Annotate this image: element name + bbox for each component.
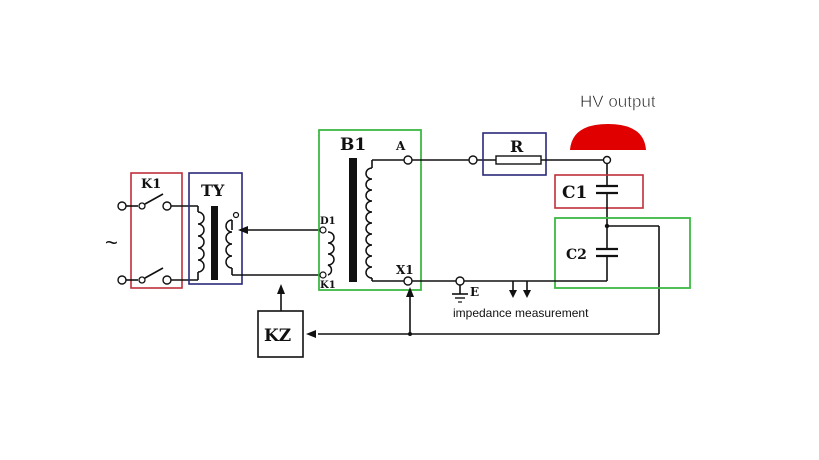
ground-terminal-e [455, 276, 465, 286]
r-box [482, 132, 547, 176]
terminal-k1-label: K1 [320, 280, 336, 291]
kz-feedback-arrow [306, 330, 316, 338]
b1-label: B1 [340, 135, 366, 155]
r-label: R [510, 137, 524, 156]
ac-source-symbol: ~ [105, 230, 118, 255]
b1-secondary-coil [365, 167, 373, 279]
measure-probe-arrow-1 [509, 290, 517, 298]
c1-label: C1 [562, 183, 587, 203]
hv-terminal [602, 155, 612, 165]
ty-wiper-arrow [238, 226, 248, 234]
kz-arrow-up [277, 284, 285, 294]
terminal-x1 [403, 276, 413, 286]
k1-terminal-bottom-left [117, 275, 127, 285]
hv-output-label: HV output [580, 92, 656, 111]
hv-electrode [570, 124, 646, 150]
ty-core [211, 206, 218, 280]
k1-label: K1 [141, 177, 161, 192]
terminal-x1-label: X1 [396, 263, 414, 277]
measure-probe-arrow-2 [523, 290, 531, 298]
terminal-d1-label: D1 [320, 216, 336, 227]
ty-secondary-coil [225, 219, 233, 269]
x1-arrow-up [406, 287, 414, 297]
b1-box [318, 129, 422, 291]
ty-primary-coil [197, 211, 205, 273]
terminal-a [403, 155, 413, 165]
k1-switch-blade-bottom [144, 267, 164, 279]
resistor-r [495, 155, 542, 165]
ground-e-label: E [470, 285, 479, 299]
c2-label: C2 [566, 247, 587, 263]
impedance-measurement-label: impedance measurement [453, 306, 589, 320]
k1-switch-blade-top [144, 193, 164, 205]
b1-core [349, 158, 357, 282]
k1-box [130, 172, 183, 289]
terminal-a-label: A [395, 139, 406, 153]
kz-label: KZ [264, 326, 291, 346]
ty-label: TY [201, 181, 225, 200]
b1-primary-coil [327, 231, 335, 276]
c2-box [554, 217, 691, 289]
kz-box [257, 310, 304, 358]
c1-box [554, 174, 644, 209]
k1-terminal-top-left [117, 201, 127, 211]
